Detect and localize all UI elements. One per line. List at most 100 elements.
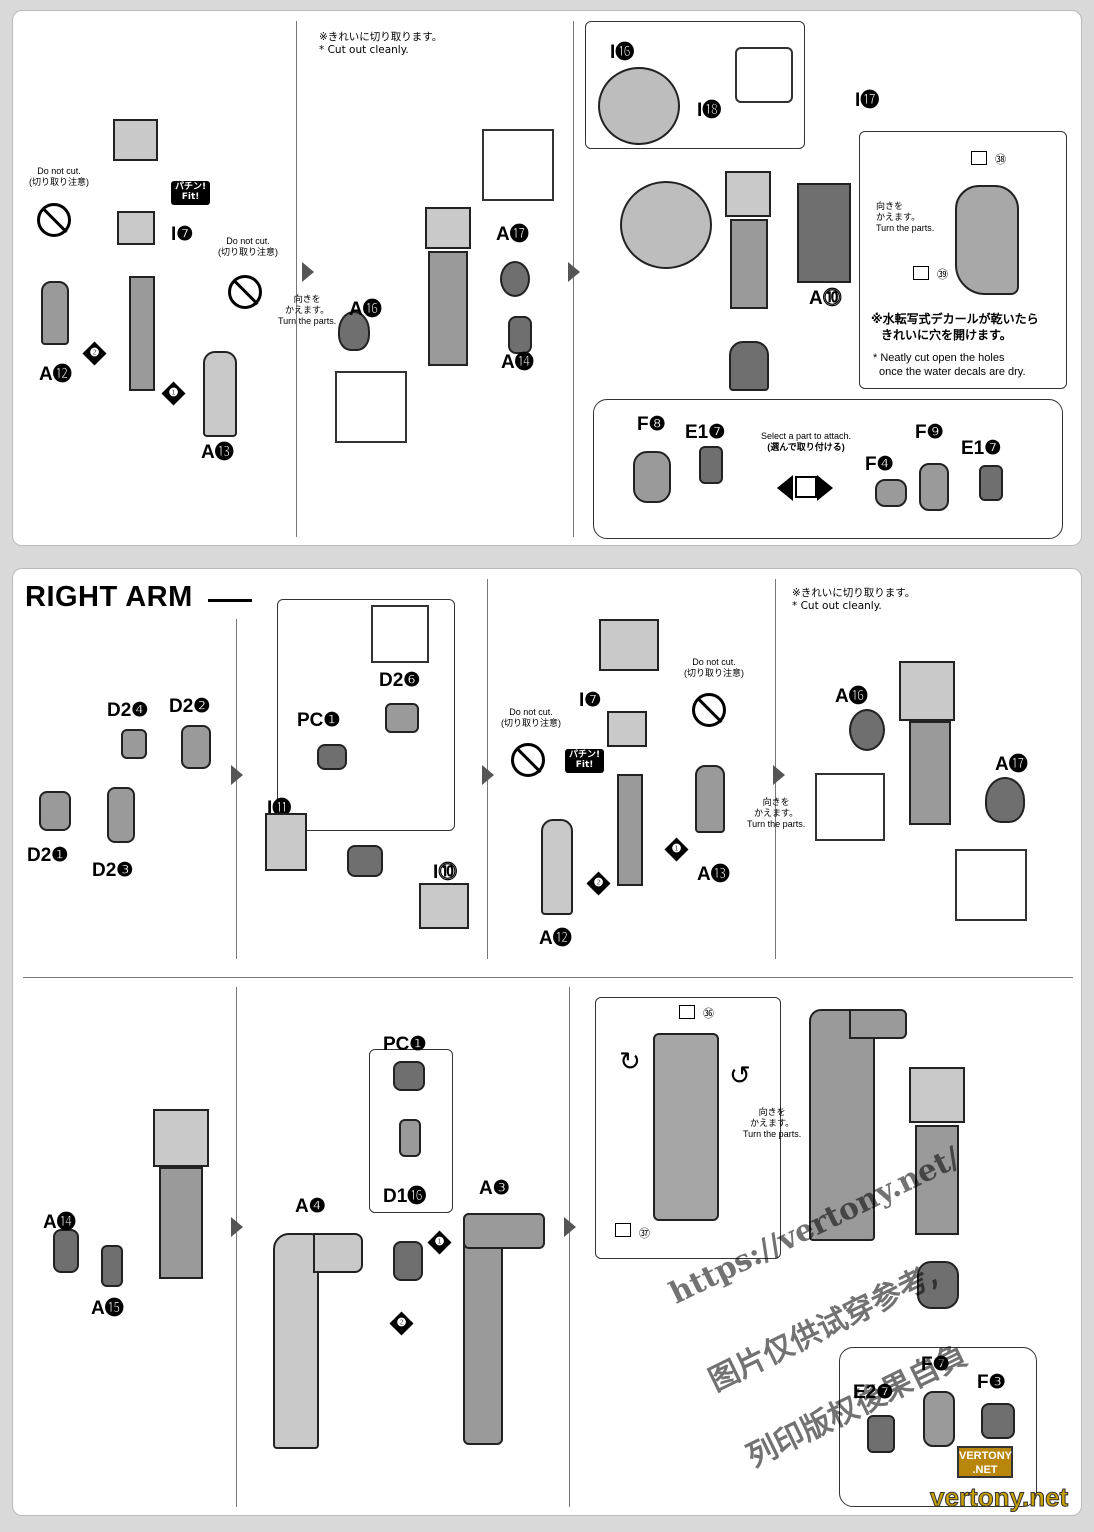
label-f4: F❹ [865,454,894,475]
turn-parts-note: 向きをかえます。Turn the parts. [876,201,935,233]
label-a13: A⓭ [201,442,234,463]
no-cut-icon [511,743,545,777]
panel-divider [236,619,237,959]
detail-callout [371,605,429,663]
no-cut-icon [228,275,262,309]
label-d116: D1⓰ [383,1186,427,1207]
label-i10: I⓾ [433,862,458,883]
label-f9: F❾ [915,422,944,443]
hand-f4-part [875,479,907,507]
label-e17: E1❼ [685,422,726,443]
next-step-arrow [302,262,314,282]
panel-divider [296,21,297,537]
decal-number: ㊴ [937,268,948,281]
lower-arm-part [729,341,769,391]
hand-cover-part [979,465,1003,501]
label-a17: A⓱ [995,754,1028,775]
no-cut-note-a: Do not cut.(切り取り注意) [29,166,89,187]
label-e27: E2❼ [853,1382,894,1403]
turn-parts-note: 向きをかえます。Turn the parts. [743,1107,802,1139]
label-d24: D2❹ [107,700,149,721]
label-a12: A⓬ [39,364,72,385]
label-a3: A❸ [479,1178,510,1199]
step-1-marker: ❶ [427,1230,452,1255]
step-1-marker: ❶ [664,837,689,862]
turn-parts-note: 向きをかえます。Turn the parts. [747,797,806,829]
decal-marker-icon [615,1223,631,1237]
decal-number: ㊱ [703,1007,714,1020]
label-a14: A⓮ [43,1212,76,1233]
label-a16: A⓰ [835,686,868,707]
hand-cover-part [699,446,723,484]
decal-marker-icon [679,1005,695,1019]
shield-frame-a3-top [463,1213,545,1249]
decal-marker-icon [913,266,929,280]
vertony-badge-logo: VERTONY.NET [957,1446,1013,1478]
bottom-instruction-sheet: RIGHT ARM D2❹ D2❷ D2❶ D2❸ D2❻ PC❶ I⓫ I⓾ … [12,568,1082,1516]
armor-a14 [508,316,532,354]
shoulder-part [599,619,659,671]
upper-arm-assembly [428,251,468,366]
upper-arm-assembly [159,1167,203,1279]
cut-cleanly-note: ※きれいに切り取ります。* Cut out cleanly. [792,587,916,613]
decal-number: ㊲ [639,1227,650,1240]
next-step-arrow [482,765,494,785]
joint-part-d23 [107,787,135,843]
no-cut-note-b: Do not cut.(切り取り注意) [684,657,744,678]
upper-arm-frame [617,774,643,886]
shield-armor-a4 [273,1233,319,1449]
label-f3: F❸ [977,1372,1006,1393]
arm-armor-a12 [41,281,69,345]
label-i7: I❼ [171,224,194,245]
label-a15: A⓯ [91,1298,124,1319]
armor-a15 [101,1245,123,1287]
panel-divider [569,987,570,1507]
site-watermark: vertony.net [929,1482,1069,1513]
top-instruction-sheet: Do not cut.(切り取り注意) Do not cut.(切り取り注意) … [12,10,1082,546]
detail-callout [335,371,407,443]
label-pc1: PC❶ [297,710,341,731]
poly-cap-pc1 [347,845,383,877]
fit-badge: パチン!Fit! [565,749,605,773]
detail-callout [955,849,1027,921]
shoulder-armor-i16 [598,67,680,145]
elbow-cap-a16 [849,709,885,751]
arm-armor-a13 [695,765,725,833]
label-d22: D2❷ [169,696,211,717]
no-cut-note-b: Do not cut.(切り取り注意) [218,236,278,257]
shield-assembly [809,1009,875,1241]
poly-cap-pc1 [393,1241,423,1281]
no-cut-icon [692,693,726,727]
detail-callout [735,47,793,103]
panel-divider [236,987,237,1507]
joint-part-d24 [121,729,147,759]
decal-shield-part [955,185,1019,295]
rotate-right-icon: ↺ [729,1061,751,1091]
shoulder-part [909,1067,965,1123]
shoulder-part [899,661,955,721]
shoulder-part [725,171,771,217]
label-i18: I⓲ [697,100,722,121]
detail-callout [482,129,554,201]
joint-part-d26 [385,703,419,733]
label-a16: A⓰ [349,299,382,320]
rotate-left-icon: ↻ [619,1047,641,1077]
select-part-note: Select a part to attach.(選んで取り付ける) [761,431,852,452]
select-arrows-icon [777,475,833,501]
lower-arm-part [917,1261,959,1309]
holes-note-jp: ※水転写式デカールが乾いたらきれいに穴を開けます。 [871,312,1039,343]
label-pc1: PC❶ [383,1034,427,1055]
decal-marker-icon [971,151,987,165]
fit-badge: パチン!Fit! [171,181,211,205]
elbow-cap-a17 [985,777,1025,823]
hand-f8-part [633,451,671,503]
joint-cap-part [607,711,647,747]
upper-arm-assembly [909,721,951,825]
arm-armor-a12 [541,819,573,915]
label-f8: F❽ [637,414,666,435]
label-d21: D2❶ [27,845,69,866]
label-i17: I⓱ [855,90,880,111]
arm-armor-a13 [203,351,237,437]
upper-arm-assembly [915,1125,959,1235]
